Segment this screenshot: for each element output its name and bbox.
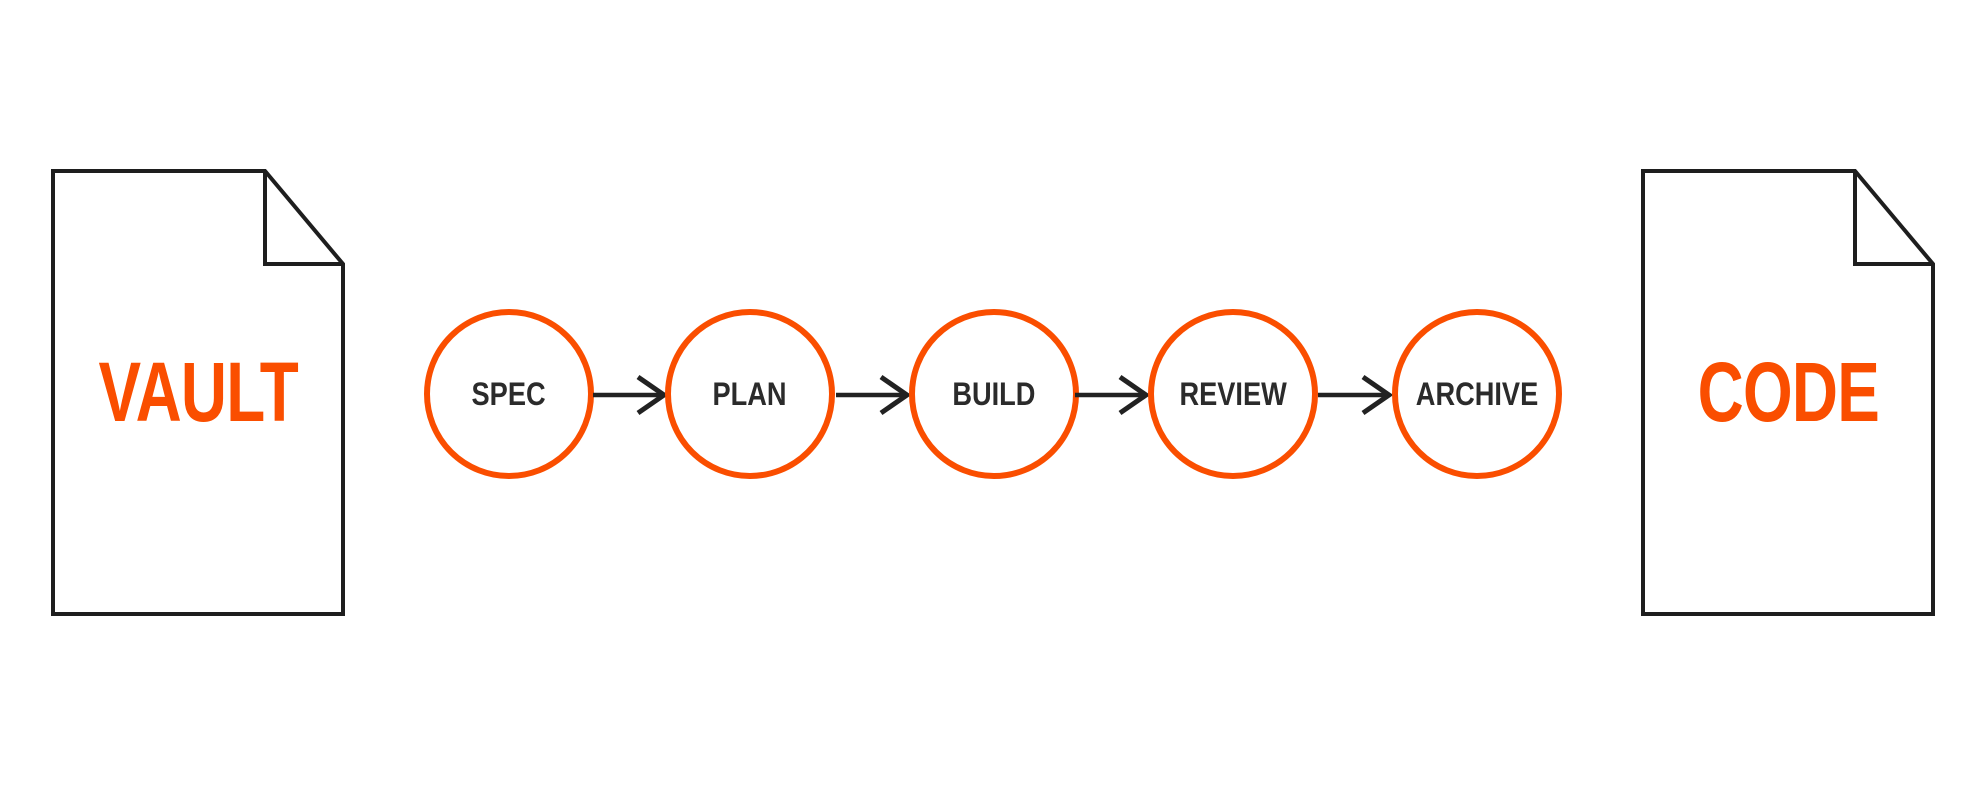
flow-node-build-label: BUILD: [952, 375, 1036, 412]
flow-node-review: REVIEW: [1148, 309, 1318, 479]
code-document-icon: [1641, 169, 1935, 616]
vault-document-icon: [51, 169, 345, 616]
flow-node-plan: PLAN: [665, 309, 835, 479]
flow-node-spec: SPEC: [424, 309, 594, 479]
flow-node-plan-label: PLAN: [712, 375, 788, 412]
flow-node-build: BUILD: [909, 309, 1079, 479]
arrow-right-icon-build-to-review: [1075, 374, 1150, 416]
arrow-right-icon-plan-to-build: [836, 374, 911, 416]
flow-node-review-label: REVIEW: [1179, 375, 1287, 412]
arrow-right-icon-review-to-archive: [1318, 374, 1393, 416]
flow-node-spec-label: SPEC: [471, 375, 547, 412]
flow-node-archive-label: ARCHIVE: [1415, 375, 1539, 412]
arrow-right-icon-spec-to-plan: [593, 374, 668, 416]
flow-node-archive: ARCHIVE: [1392, 309, 1562, 479]
